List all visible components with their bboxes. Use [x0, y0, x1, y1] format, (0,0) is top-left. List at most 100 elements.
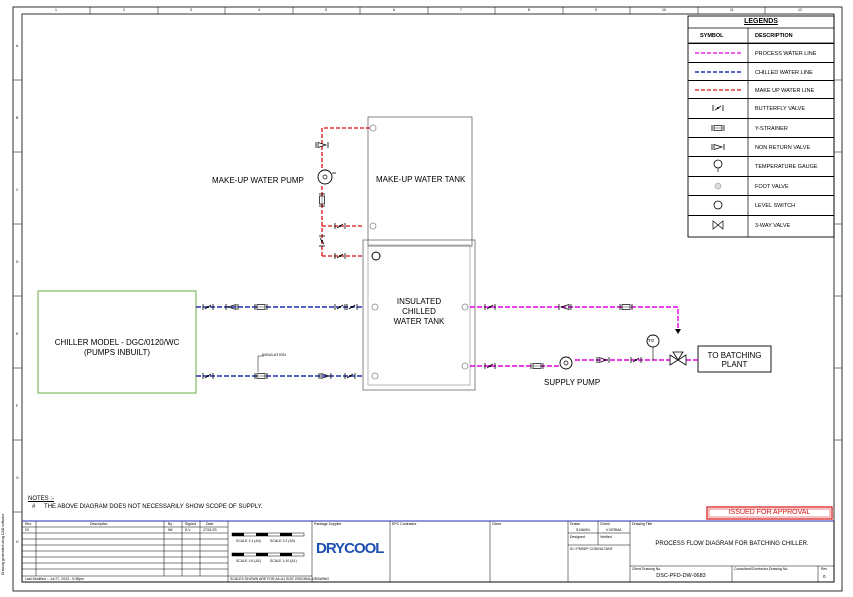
row-letter-c: C [16, 188, 19, 192]
col-number-11: 11 [730, 8, 734, 12]
legend-label: MAKE UP WATER LINE [755, 88, 815, 94]
chilled-water-tank-inner [367, 244, 471, 386]
row-letter-b: B [16, 116, 19, 120]
chilled-tank-line1: INSULATED [396, 297, 442, 306]
side-stamp: Drawing generated using CAD software [1, 513, 5, 575]
consultant-label: ID / PMSEP CONSULTANT [570, 547, 613, 551]
col-number-7: 7 [460, 8, 462, 12]
legend-label: TEMPERATURE GAUGE [755, 164, 818, 170]
col-number-1: 1 [55, 8, 57, 12]
three-way-valve-icon [688, 216, 748, 236]
col-number-2: 2 [123, 8, 125, 12]
rev-row-signed: S.V [185, 528, 191, 532]
legend-row-foot-valve: FOOT VALVE [688, 176, 834, 197]
drycool-logo: DRYCOOL [316, 540, 384, 557]
notes-title: NOTES :- [28, 496, 55, 502]
scale-bars [231, 532, 305, 557]
makeup-water-line [321, 127, 370, 257]
designed-label: Designed [570, 535, 585, 539]
legend-label: LEVEL SWITCH [755, 203, 796, 209]
legend-label: CHILLED WATER LINE [755, 70, 813, 76]
rev-header-date: Date [206, 522, 214, 526]
col-number-4: 4 [258, 8, 260, 12]
client-drawing-no: DSC-PFD-DW-0683 [656, 573, 706, 579]
makeup-pump-symbol [317, 169, 333, 185]
row-letter-f: F [16, 404, 19, 408]
legend-row-process-water: PROCESS WATER LINE [688, 43, 834, 64]
legend-row-non-return-valve: NON RETURN VALVE [688, 137, 834, 158]
checked-value: V.VERMA [606, 528, 622, 532]
row-letter-e: E [16, 332, 19, 336]
makeup-water-tank [367, 116, 473, 247]
col-number-5: 5 [325, 8, 327, 12]
makeup-tank-label: MAKE-UP WATER TANK [376, 175, 466, 184]
chiller-label: CHILLER MODEL - DGC/0120/WC (PUMPS INBUI… [38, 338, 196, 358]
legend-row-y-strainer: Y-STRAINER [688, 118, 834, 139]
legend-label: BUTTERFLY VALVE [755, 106, 806, 112]
legend-row-temperature-gauge: TEMPERATURE GAUGE [688, 156, 834, 177]
chilled-water-line [196, 306, 364, 377]
makeup-tank-inlet [369, 124, 377, 132]
legend-row-butterfly-valve: BUTTERFLY VALVE [688, 98, 834, 119]
chilled-water-tank-outer [362, 239, 476, 391]
rev-row-by: NK [168, 528, 173, 532]
tg-label: TG [648, 338, 655, 343]
checked-label: Check [600, 522, 610, 526]
chiller-box [37, 290, 197, 394]
chilled-tank-label: INSULATED CHILLED WATER TANK [380, 297, 458, 327]
insulation-label: INSULATION [262, 352, 286, 357]
scale-line-1: SCALE 1:1 (A4) [236, 539, 261, 543]
makeup-tank-outlet [369, 222, 377, 230]
three-way-valve-symbol [669, 351, 687, 366]
client-label: Client [492, 522, 501, 526]
rev-label: Rev [821, 567, 828, 571]
legend-label: Y-STRAINER [755, 126, 788, 132]
batching-line1: TO BATCHING [707, 351, 762, 360]
row-letter-g: G [16, 476, 19, 480]
rev-row-date: 27/01/23 [203, 528, 217, 532]
legend-label: 3-WAY VALVE [755, 223, 791, 229]
batching-plant-box [697, 345, 772, 373]
client-drawing-label: Client Drawing No. [632, 567, 662, 571]
col-number-6: 6 [393, 8, 395, 12]
chiller-model: CHILLER MODEL - DGC/0120/WC [54, 338, 180, 347]
rev-header-rev: Rev [25, 522, 32, 526]
col-number-8: 8 [528, 8, 530, 12]
rev-header-by: By [168, 522, 173, 526]
butterfly-valve-icon [688, 99, 748, 119]
legend-row-level-switch: LEVEL SWITCH [688, 195, 834, 216]
drawing-title-label: Drawing Title [632, 522, 653, 526]
legend-label: PROCESS WATER LINE [755, 51, 817, 57]
supply-pump-label: SUPPLY PUMP [544, 378, 601, 387]
col-number-9: 9 [595, 8, 597, 12]
y-strainer-icon [688, 119, 748, 139]
legend-header-description: DESCRIPTION [755, 33, 793, 39]
issued-stamp-box [706, 506, 833, 520]
scale-line-2: SCALE 1:2 (A3) [270, 539, 295, 543]
drawn-label: Drawn [570, 522, 581, 526]
level-switch [371, 251, 381, 261]
process-water-line-icon [688, 44, 748, 64]
scale-line-3: SCALE 1:5 (A2) [236, 559, 261, 563]
makeup-pump-label: MAKE-UP WATER PUMP [212, 176, 304, 185]
temperature-gauge-icon [688, 157, 748, 177]
scale-note: SCALES SHOWN ARE FOR A4-A1 SIZE ORIGINAL… [230, 577, 330, 581]
legend-row-chilled-water: CHILLED WATER LINE [688, 62, 834, 83]
issued-for-approval-stamp: ISSUED FOR APPROVAL [728, 509, 811, 516]
drawn-value: S.NAVIN [576, 528, 590, 532]
chilled-tank-line3: WATER TANK [393, 317, 445, 326]
scale-line-4: SCALE 1:10 (A1) [270, 559, 297, 563]
rev-header-description: Description [90, 522, 108, 526]
legend-row-three-way-valve: 3-WAY VALVE [688, 215, 834, 236]
col-number-12: 12 [798, 8, 802, 12]
temperature-gauge-symbol [646, 334, 660, 348]
chilled-tank-line2: CHILLED [402, 307, 436, 316]
supply-pump-symbol [559, 356, 573, 370]
row-letter-d: D [16, 260, 19, 264]
col-number-10: 10 [662, 8, 666, 12]
batching-line2: PLANT [721, 360, 748, 369]
legend-label: NON RETURN VALVE [755, 145, 811, 151]
verified-label: Verified [600, 535, 612, 539]
rev-header-signed: Signed [185, 522, 196, 526]
non-return-valve-icon [688, 138, 748, 158]
